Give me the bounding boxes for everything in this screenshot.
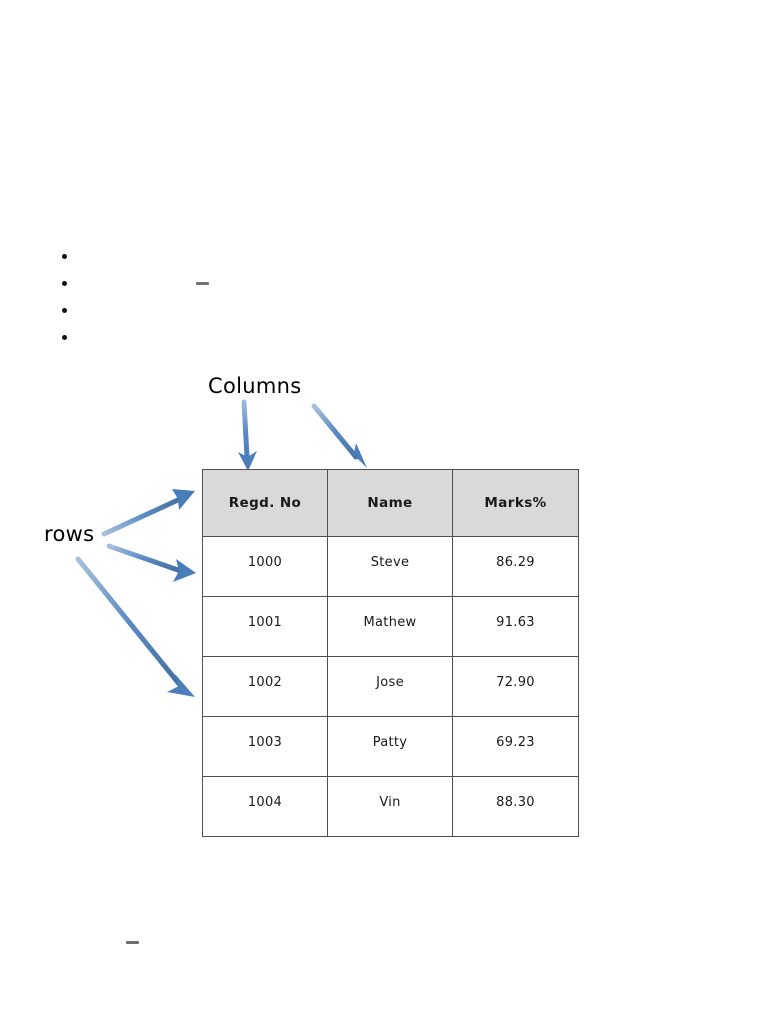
cell-name: Mathew <box>327 596 453 657</box>
list-item <box>62 302 262 329</box>
columns-arrow-diagonal-icon <box>311 403 367 468</box>
dash-mark-top <box>196 282 209 285</box>
cell-regd-no: 1000 <box>202 536 328 597</box>
columns-annotation-label: Columns <box>208 374 302 398</box>
cell-marks: 88.30 <box>452 776 579 837</box>
rows-arrow-to-row3-icon <box>75 556 195 697</box>
list-item <box>62 248 262 275</box>
rows-arrow-to-row1-icon <box>106 543 196 582</box>
bullet-dot-icon <box>62 308 67 313</box>
list-item <box>62 275 262 302</box>
bullet-list <box>62 248 262 356</box>
cell-marks: 91.63 <box>452 596 579 657</box>
table-header-row: Regd. No Name Marks% <box>202 469 579 537</box>
table-row: 1004 Vin 88.30 <box>202 776 579 837</box>
table-row: 1001 Mathew 91.63 <box>202 596 579 657</box>
table-row: 1000 Steve 86.29 <box>202 536 579 597</box>
cell-name: Vin <box>327 776 453 837</box>
cell-marks: 69.23 <box>452 716 579 777</box>
bullet-dot-icon <box>62 335 67 340</box>
list-item <box>62 329 262 356</box>
cell-name: Jose <box>327 656 453 717</box>
student-marks-table: Regd. No Name Marks% 1000 Steve 86.29 10… <box>202 469 579 837</box>
table-row: 1003 Patty 69.23 <box>202 716 579 777</box>
column-header-name: Name <box>327 469 453 537</box>
table-row: 1002 Jose 72.90 <box>202 656 579 717</box>
cell-marks: 72.90 <box>452 656 579 717</box>
cell-regd-no: 1003 <box>202 716 328 777</box>
cell-name: Patty <box>327 716 453 777</box>
rows-annotation-label: rows <box>44 522 95 546</box>
column-header-regd-no: Regd. No <box>202 469 328 537</box>
bullet-dot-icon <box>62 281 67 286</box>
columns-arrow-down-icon <box>238 399 257 471</box>
bullet-dot-icon <box>62 254 67 259</box>
column-header-marks: Marks% <box>452 469 579 537</box>
cell-name: Steve <box>327 536 453 597</box>
cell-regd-no: 1004 <box>202 776 328 837</box>
student-marks-table-wrapper: Regd. No Name Marks% 1000 Steve 86.29 10… <box>202 469 579 837</box>
dash-mark-bottom <box>126 941 139 944</box>
cell-marks: 86.29 <box>452 536 579 597</box>
cell-regd-no: 1002 <box>202 656 328 717</box>
cell-regd-no: 1001 <box>202 596 328 657</box>
rows-arrow-to-header-icon <box>101 489 195 537</box>
